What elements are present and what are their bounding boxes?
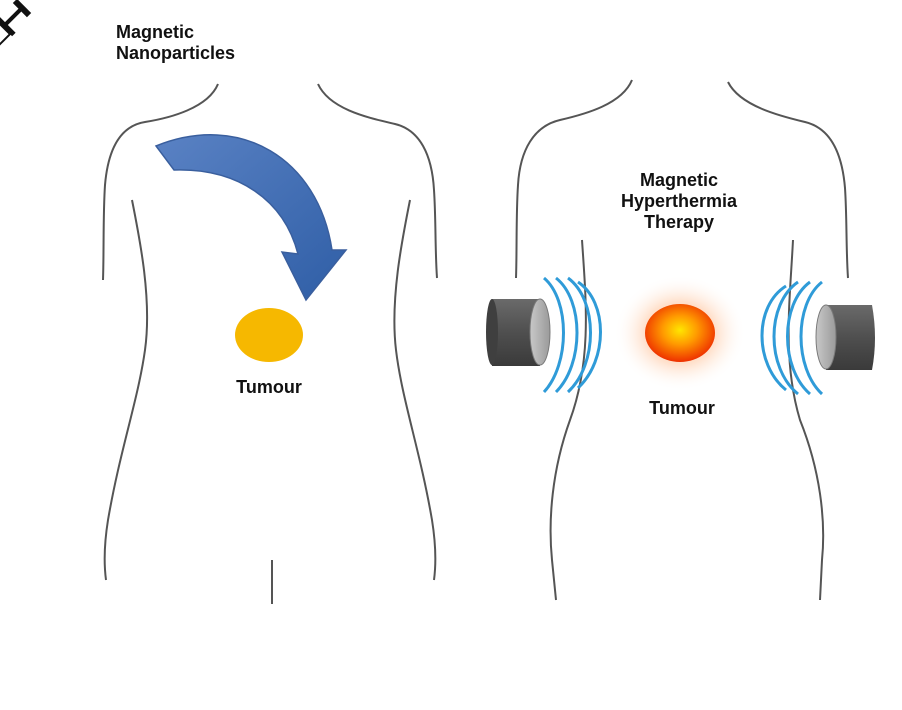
- magnet-coil-icon: [815, 304, 875, 370]
- right-body-outline: [515, 79, 849, 601]
- left-body-outline: [102, 83, 438, 604]
- injection-label: Magnetic Nanoparticles: [116, 22, 235, 64]
- field-waves-left: [542, 276, 602, 394]
- tumour-label-left: Tumour: [236, 377, 302, 397]
- magnet-coil-icon: [486, 298, 551, 366]
- curved-arrow-icon: [154, 134, 348, 302]
- injection-label-line1: Magnetic: [116, 22, 195, 42]
- syringe-icon: [0, 0, 32, 108]
- therapy-label-line1: Magnetic: [639, 170, 718, 190]
- injection-label-line2: Nanoparticles: [116, 43, 236, 63]
- therapy-label-line3: Therapy: [643, 212, 715, 232]
- tumour-label-right: Tumour: [649, 398, 715, 418]
- therapy-label-line2: Hyperthermia: [620, 191, 738, 211]
- field-waves-right: [760, 280, 824, 396]
- tumour-left: [235, 308, 303, 362]
- therapy-label: Magnetic Hyperthermia Therapy: [604, 170, 754, 233]
- tumour-right: [645, 304, 715, 362]
